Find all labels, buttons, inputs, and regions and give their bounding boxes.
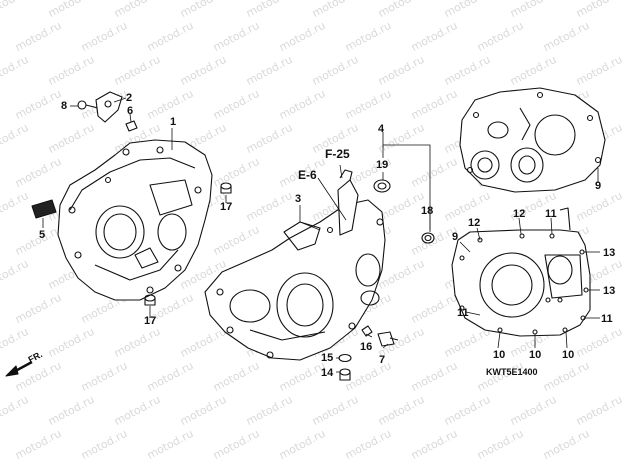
- callout-17-upper: 17: [220, 201, 233, 213]
- diagram-code: KWT5E1400: [486, 367, 538, 377]
- right-crankcase-half: [204, 169, 386, 361]
- dowel-17-upper-part: [220, 182, 232, 194]
- sensor-16-part: [361, 325, 373, 337]
- case-inner-view-lower: [451, 207, 591, 337]
- callout-19: 19: [376, 159, 389, 171]
- callout-9-upper: 9: [595, 180, 602, 192]
- callout-11-left: 11: [457, 307, 469, 319]
- callout-6: 6: [127, 105, 134, 117]
- washer-15-part: [338, 353, 352, 363]
- callout-11-right: 11: [601, 313, 613, 325]
- callout-3: 3: [295, 193, 302, 205]
- callout-10-right: 10: [562, 349, 575, 361]
- callout-12-b: 12: [513, 208, 526, 220]
- callout-13-bottom: 13: [603, 285, 616, 297]
- callout-7: 7: [379, 354, 386, 366]
- callout-11-top: 11: [545, 208, 557, 220]
- callout-9-lower: 9: [452, 231, 459, 243]
- bracket-2-part: [95, 91, 123, 123]
- switch-7-part: [377, 331, 399, 347]
- ref-e6: E-6: [298, 168, 317, 182]
- callout-13-top: 13: [603, 247, 616, 259]
- callout-14: 14: [321, 367, 334, 379]
- callout-15: 15: [321, 352, 334, 364]
- bearing-19-part: [373, 179, 391, 193]
- bushing-18-part: [421, 232, 435, 244]
- callout-5: 5: [39, 229, 46, 241]
- plate-6-part: [125, 120, 138, 132]
- callout-18: 18: [421, 205, 434, 217]
- callout-12: 12: [468, 217, 481, 229]
- bolt-8-part: [77, 100, 99, 110]
- callout-8: 8: [61, 100, 68, 112]
- front-direction-arrow: [5, 360, 33, 377]
- case-inner-view-upper: [459, 87, 606, 193]
- callout-10-mid: 10: [529, 349, 542, 361]
- callout-1: 1: [170, 116, 177, 128]
- callout-17-lower: 17: [144, 315, 157, 327]
- dowel-17-lower-part: [144, 294, 156, 306]
- leader-lines: [42, 97, 600, 373]
- callout-2: 2: [126, 92, 133, 104]
- callout-4: 4: [378, 123, 385, 135]
- ref-f25: F-25: [325, 147, 350, 161]
- left-crankcase-half: [57, 139, 213, 301]
- bolt-14-part: [339, 368, 351, 381]
- callout-10-left: 10: [493, 349, 506, 361]
- callout-16: 16: [360, 341, 373, 353]
- label-plate-5-part: [31, 199, 57, 219]
